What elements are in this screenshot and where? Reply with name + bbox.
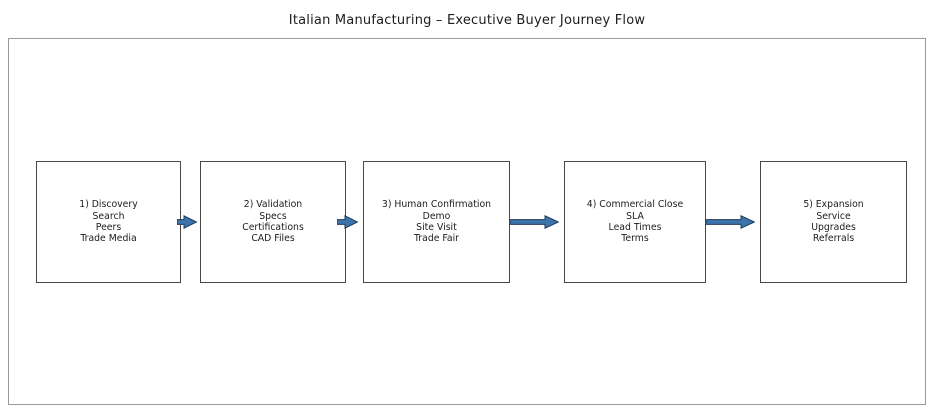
flow-arrow-1-2 [177, 214, 197, 230]
stage-item: Specs [259, 210, 287, 222]
arrow-shape [510, 215, 559, 229]
stage-item: Site Visit [416, 222, 457, 233]
stage-heading: 4) Commercial Close [586, 199, 684, 211]
stage-item: Referrals [812, 233, 855, 245]
arrow-shape [706, 215, 755, 229]
flow-arrow-3-4 [510, 215, 559, 229]
stage-item: Certifications [242, 222, 304, 233]
diagram-frame [8, 38, 926, 405]
stage-box-expansion: 5) Expansion Service Upgrades Referrals [760, 161, 907, 283]
stage-box-human-confirmation: 3) Human Confirmation Demo Site Visit Tr… [363, 161, 510, 283]
stage-heading: 2) Validation [243, 199, 303, 211]
stage-text: 5) Expansion Service Upgrades Referrals [803, 199, 863, 245]
stage-heading: 3) Human Confirmation [381, 199, 492, 211]
stage-box-validation: 2) Validation Specs Certifications CAD F… [200, 161, 346, 283]
stage-text: 4) Commercial Close SLA Lead Times Terms [587, 199, 683, 245]
stage-text: 2) Validation Specs Certifications CAD F… [242, 199, 304, 245]
stage-item: Terms [621, 233, 649, 245]
flow-arrow-4-5 [706, 215, 755, 229]
stage-item: Trade Media [80, 233, 137, 245]
stage-box-discovery: 1) Discovery Search Peers Trade Media [36, 161, 181, 283]
stage-item: Search [92, 210, 125, 222]
stage-item: Upgrades [811, 222, 856, 233]
stage-item: Lead Times [608, 222, 662, 233]
stage-box-commercial-close: 4) Commercial Close SLA Lead Times Terms [564, 161, 706, 283]
arrow-shape [177, 214, 197, 230]
stage-item: CAD Files [251, 233, 295, 245]
stage-text: 1) Discovery Search Peers Trade Media [79, 199, 137, 245]
stage-item: SLA [626, 210, 644, 222]
flow-arrow-2-3 [337, 214, 358, 230]
stage-item: Demo [422, 210, 451, 222]
stage-item: Service [816, 210, 851, 222]
stage-heading: 5) Expansion [803, 199, 864, 211]
stage-text: 3) Human Confirmation Demo Site Visit Tr… [382, 199, 491, 245]
diagram-title: Italian Manufacturing – Executive Buyer … [288, 13, 646, 28]
arrow-shape [337, 214, 358, 230]
stage-heading: 1) Discovery [79, 199, 138, 211]
stage-item: Trade Fair [413, 233, 459, 245]
stage-item: Peers [95, 222, 122, 233]
